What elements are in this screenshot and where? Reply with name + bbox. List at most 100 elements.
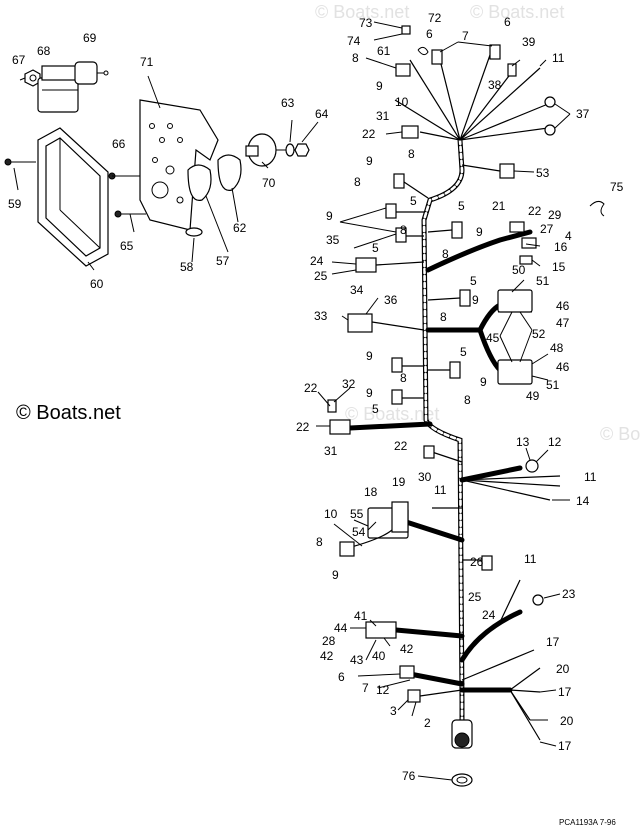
connector-5-upper-right [427,221,471,307]
callout-8: 8 [464,393,471,407]
callout-5: 5 [410,194,417,208]
callout-61: 61 [377,44,391,58]
connector-31a [401,125,419,139]
callout-33: 33 [314,309,328,323]
callout-53: 53 [536,166,550,180]
faint-watermark-top: © Boats.net [315,2,409,22]
screw-65 [114,210,146,218]
callout-57: 57 [216,254,230,268]
connector-38 [507,63,517,77]
clamp-62 [217,154,242,192]
callout-60: 60 [90,277,104,291]
connector-40-6-7 [399,665,465,687]
callout-72: 72 [428,11,442,25]
connector-2-3 [407,689,463,703]
callout-24: 24 [310,254,324,268]
callout-16: 16 [554,240,568,254]
callout-22: 22 [528,204,542,218]
callout-54: 54 [352,525,366,539]
callout-73: 73 [359,16,373,30]
callout-10: 10 [395,95,409,109]
callout-5: 5 [372,402,379,416]
connector-24-25 [355,257,425,273]
callout-8: 8 [400,371,407,385]
callout-36: 36 [384,293,398,307]
connector-33-34 [347,313,425,333]
callout-62: 62 [233,221,247,235]
callout-50: 50 [512,263,526,277]
callout-22: 22 [394,439,408,453]
callout-3: 3 [390,704,397,718]
clip-61 [417,46,429,56]
connector-pair-lower [391,357,424,405]
callout-9: 9 [332,568,339,582]
callout-55: 55 [350,507,364,521]
nut-64 [294,143,310,157]
callout-9: 9 [480,375,487,389]
callout-29: 29 [548,208,562,222]
callout-58: 58 [180,260,194,274]
connector-53 [499,163,515,179]
callout-8: 8 [408,147,415,161]
callout-49: 49 [526,389,540,403]
callout-46: 46 [556,360,570,374]
callout-32: 32 [342,377,356,391]
callout-5: 5 [460,345,467,359]
callout-11: 11 [552,51,565,65]
relay-68 [37,65,79,113]
callout-66: 66 [112,137,126,151]
callout-5: 5 [372,241,379,255]
washer-63 [285,143,295,157]
callout-68: 68 [37,44,51,58]
module-18-19 [367,501,465,543]
callout-9: 9 [472,293,479,307]
callout-69: 69 [83,31,97,45]
callout-11: 11 [524,552,537,566]
callout-70: 70 [262,176,276,190]
callout-17: 17 [558,739,572,753]
connector-8a [395,63,411,77]
ring-terminal-37a [544,96,556,108]
callout-9: 9 [366,154,373,168]
connector-6a [431,49,443,65]
callout-8: 8 [352,51,359,65]
callout-6: 6 [338,670,345,684]
callout-14: 14 [576,494,590,508]
callout-22: 22 [362,127,376,141]
callout-8: 8 [354,175,361,189]
branch-21-29 [425,221,537,273]
callout-41: 41 [354,609,368,623]
callout-26: 26 [470,555,484,569]
callout-5: 5 [470,274,477,288]
callout-63: 63 [281,96,295,110]
main-plug [451,719,473,749]
callout-10: 10 [324,507,338,521]
callout-40: 40 [372,649,386,663]
callout-11: 11 [584,470,597,484]
callout-31: 31 [324,444,338,458]
callout-9: 9 [366,386,373,400]
faint-watermark-center: © Boats.net [345,404,439,424]
connector-6b [489,44,501,60]
callout-38: 38 [488,78,502,92]
callout-13: 13 [516,435,530,449]
bottom-right-fan [459,649,541,741]
callout-44: 44 [334,621,348,635]
callout-25: 25 [468,590,482,604]
callout-8: 8 [442,247,449,261]
top-wire-fan [394,54,549,141]
callout-47: 47 [556,316,570,330]
boats-net-watermark: © Boats.net [16,402,121,424]
callout-31: 31 [376,109,390,123]
callout-9: 9 [326,209,333,223]
callout-11: 11 [434,483,447,497]
callout-21: 21 [492,199,506,213]
connector-72 [401,25,411,35]
callout-4: 4 [565,229,572,243]
callout-46: 46 [556,299,570,313]
connector-10-8-lower [339,529,393,557]
callout-9: 9 [476,225,483,239]
faint-watermark-top-right: © Boats.net [470,2,564,22]
clip-75 [589,200,605,217]
connector-26-25 [462,555,493,571]
